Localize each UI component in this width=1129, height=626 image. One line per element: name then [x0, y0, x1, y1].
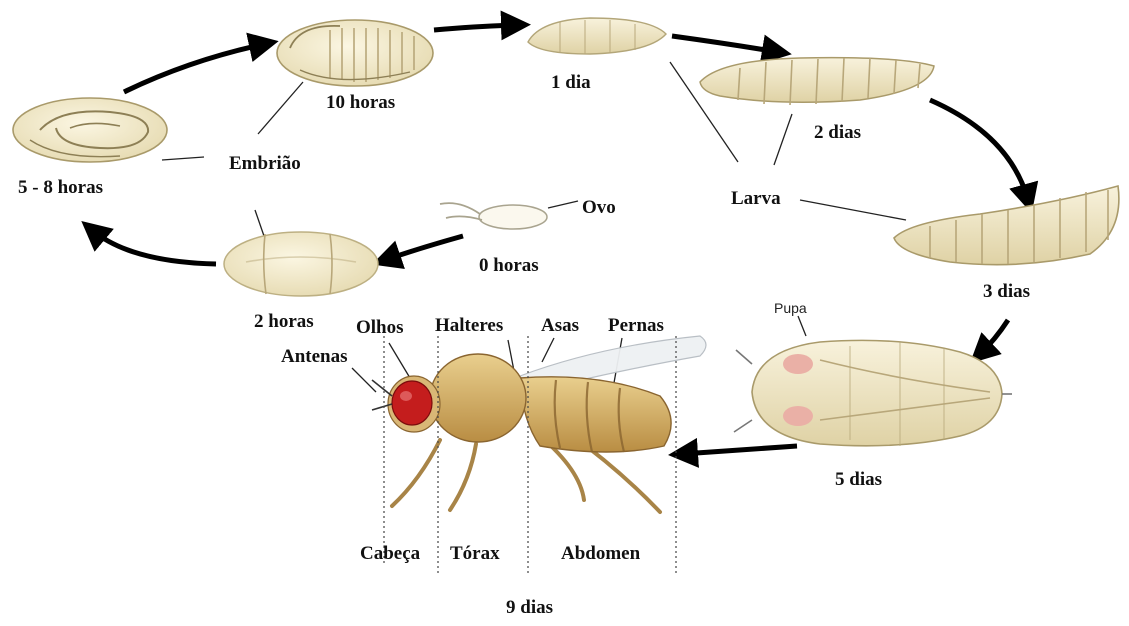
arrow-3d-to-5d [980, 320, 1008, 354]
egg-stage [440, 203, 547, 229]
adult-fly [372, 336, 706, 512]
embryo-10h [277, 20, 433, 86]
label-9d: 9 dias [506, 597, 553, 618]
label-antenas: Antenas [281, 346, 348, 367]
label-2h: 2 horas [254, 311, 314, 332]
label-3d: 3 dias [983, 281, 1030, 302]
label-embriao: Embrião [229, 153, 301, 174]
label-5-8h: 5 - 8 horas [18, 177, 103, 198]
arrow-2d-to-3d [930, 100, 1028, 200]
label-torax: Tórax [450, 543, 500, 564]
label-ovo: Ovo [582, 197, 616, 218]
label-0h: 0 horas [479, 255, 539, 276]
arrow-0h-to-2h [385, 236, 463, 260]
arrow-2h-to-5-8h [92, 230, 216, 264]
embryo-5-8h [13, 98, 167, 162]
label-pupa: Pupa [774, 300, 807, 316]
arrow-10h-to-1d [434, 25, 517, 30]
label-asas: Asas [541, 315, 579, 336]
embryo-2h [224, 232, 378, 296]
label-5d: 5 dias [835, 469, 882, 490]
label-1d: 1 dia [551, 72, 591, 93]
label-10h: 10 horas [326, 92, 395, 113]
label-pernas: Pernas [608, 315, 664, 336]
pupa-5d [734, 340, 1012, 446]
larva-1d [528, 18, 666, 54]
label-abdomen: Abdomen [561, 543, 641, 564]
label-cabeca: Cabeça [360, 543, 421, 564]
label-2d: 2 dias [814, 122, 861, 143]
label-larva: Larva [731, 188, 781, 209]
arrow-5d-to-9d [682, 446, 797, 454]
larva-3d [894, 186, 1119, 265]
label-halteres: Halteres [435, 315, 503, 336]
arrow-5-8h-to-10h [124, 44, 265, 92]
arrow-1d-to-2d [672, 36, 778, 52]
larva-2d [700, 58, 934, 105]
label-olhos: Olhos [356, 317, 404, 338]
